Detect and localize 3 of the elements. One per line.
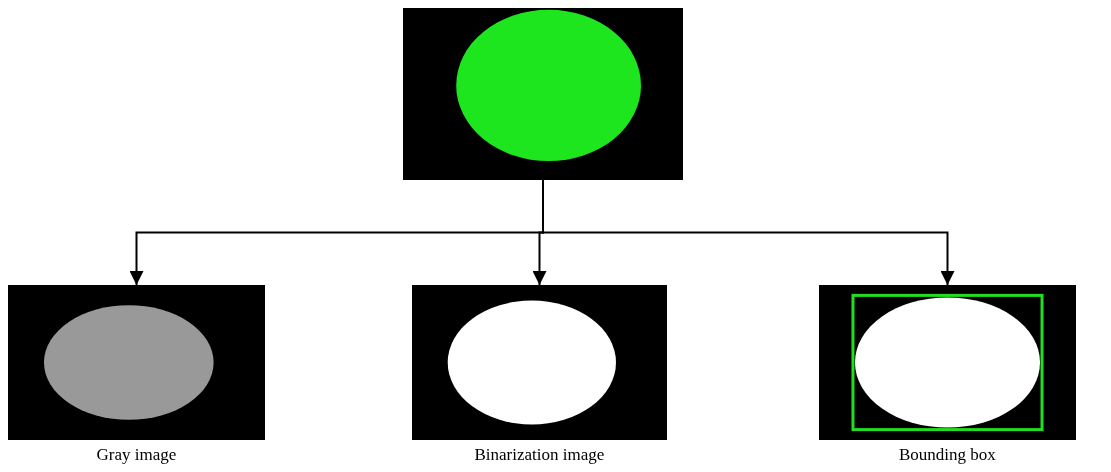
image-caption: Bounding box <box>899 445 996 465</box>
image-caption: Binarization image <box>474 445 605 465</box>
image-caption: Gray image <box>96 445 177 465</box>
